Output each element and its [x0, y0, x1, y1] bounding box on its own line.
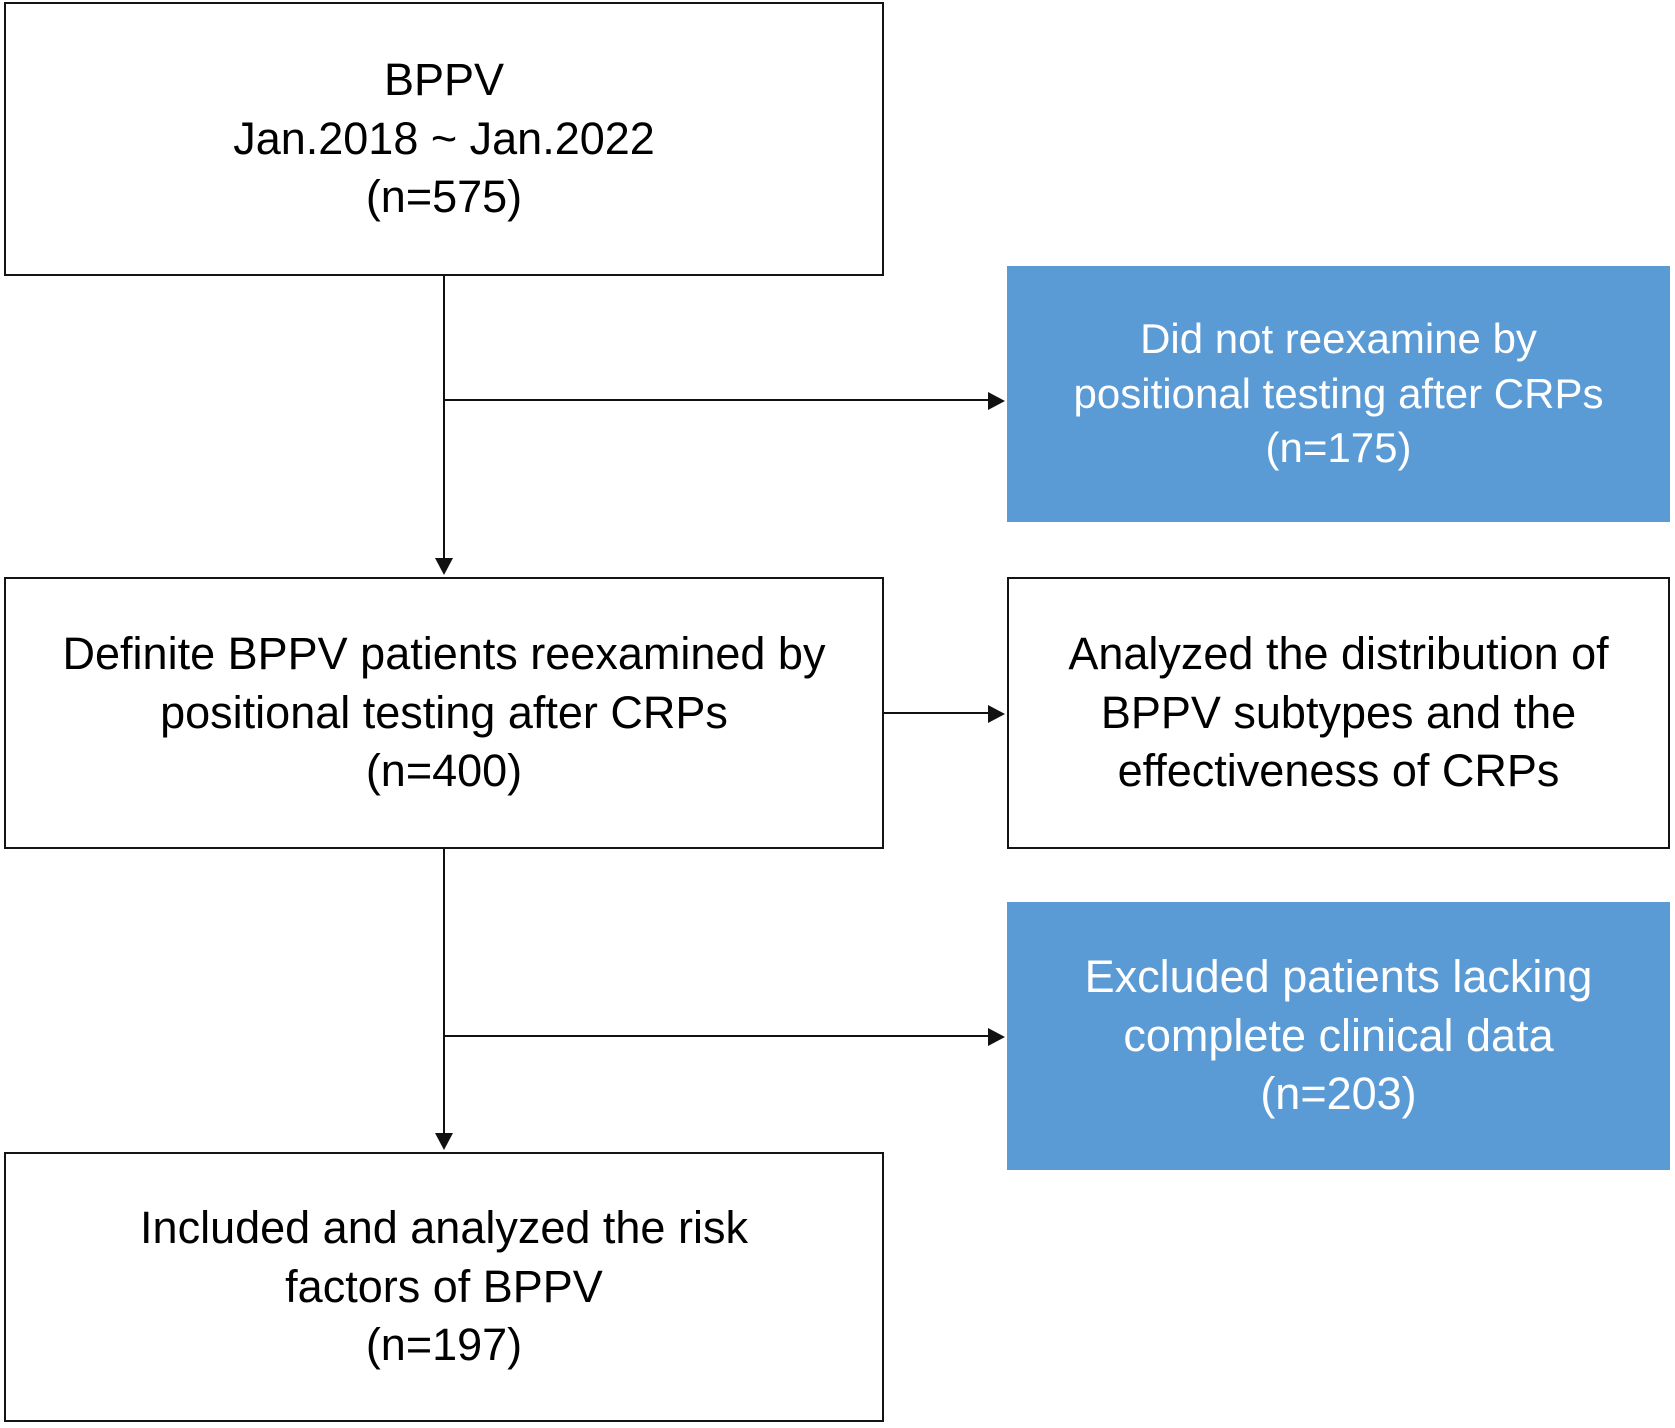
node-included-line-1: Included and analyzed the risk	[140, 1202, 748, 1254]
node-source-line-1: BPPV	[383, 54, 505, 106]
node-source-line-3: (n=575)	[365, 171, 523, 223]
node-included-line-3: (n=197)	[365, 1319, 523, 1371]
arrowhead-right-icon	[988, 705, 1005, 723]
node-excluded-2-line-1: Excluded patients lacking	[1084, 951, 1593, 1003]
node-source-line-2: Jan.2018 ~ Jan.2022	[233, 112, 655, 164]
node-analysis-line-2: BPPV subtypes and the	[1100, 686, 1577, 738]
node-included-line-2: factors of BPPV	[285, 1260, 603, 1312]
node-excluded-incomplete-data[interactable]: Excluded patients lacking complete clini…	[1007, 902, 1670, 1170]
node-definite-line-2: positional testing after CRPs	[160, 686, 728, 738]
node-excluded-not-reexamined[interactable]: Did not reexamine by positional testing …	[1007, 266, 1670, 522]
node-analysis-line-1: Analyzed the distribution of	[1068, 628, 1609, 680]
connector-source-to-excluded-1	[443, 399, 989, 401]
arrowhead-down-icon	[435, 558, 453, 575]
arrowhead-down-icon	[435, 1133, 453, 1150]
connector-definite-to-included	[443, 849, 445, 1135]
node-excluded-1-line-2: positional testing after CRPs	[1073, 369, 1604, 417]
node-subtype-analysis[interactable]: Analyzed the distribution of BPPV subtyp…	[1007, 577, 1670, 849]
connector-definite-to-excluded-2	[443, 1035, 989, 1037]
node-definite-line-3: (n=400)	[365, 745, 523, 797]
node-excluded-2-line-2: complete clinical data	[1123, 1009, 1554, 1061]
connector-source-to-definite	[443, 276, 445, 561]
node-definite-line-1: Definite BPPV patients reexamined by	[62, 628, 826, 680]
node-definite-bppv[interactable]: Definite BPPV patients reexamined by pos…	[4, 577, 884, 849]
node-excluded-1-line-1: Did not reexamine by	[1140, 315, 1537, 363]
node-included-risk-factors[interactable]: Included and analyzed the risk factors o…	[4, 1152, 884, 1422]
arrowhead-right-icon	[988, 392, 1005, 410]
node-excluded-2-line-3: (n=203)	[1260, 1068, 1417, 1120]
node-source-cohort[interactable]: BPPV Jan.2018 ~ Jan.2022 (n=575)	[4, 2, 884, 276]
arrowhead-right-icon	[988, 1028, 1005, 1046]
node-analysis-line-3: effectiveness of CRPs	[1117, 745, 1560, 797]
connector-definite-to-analysis	[884, 712, 989, 714]
node-excluded-1-line-3: (n=175)	[1265, 424, 1412, 472]
